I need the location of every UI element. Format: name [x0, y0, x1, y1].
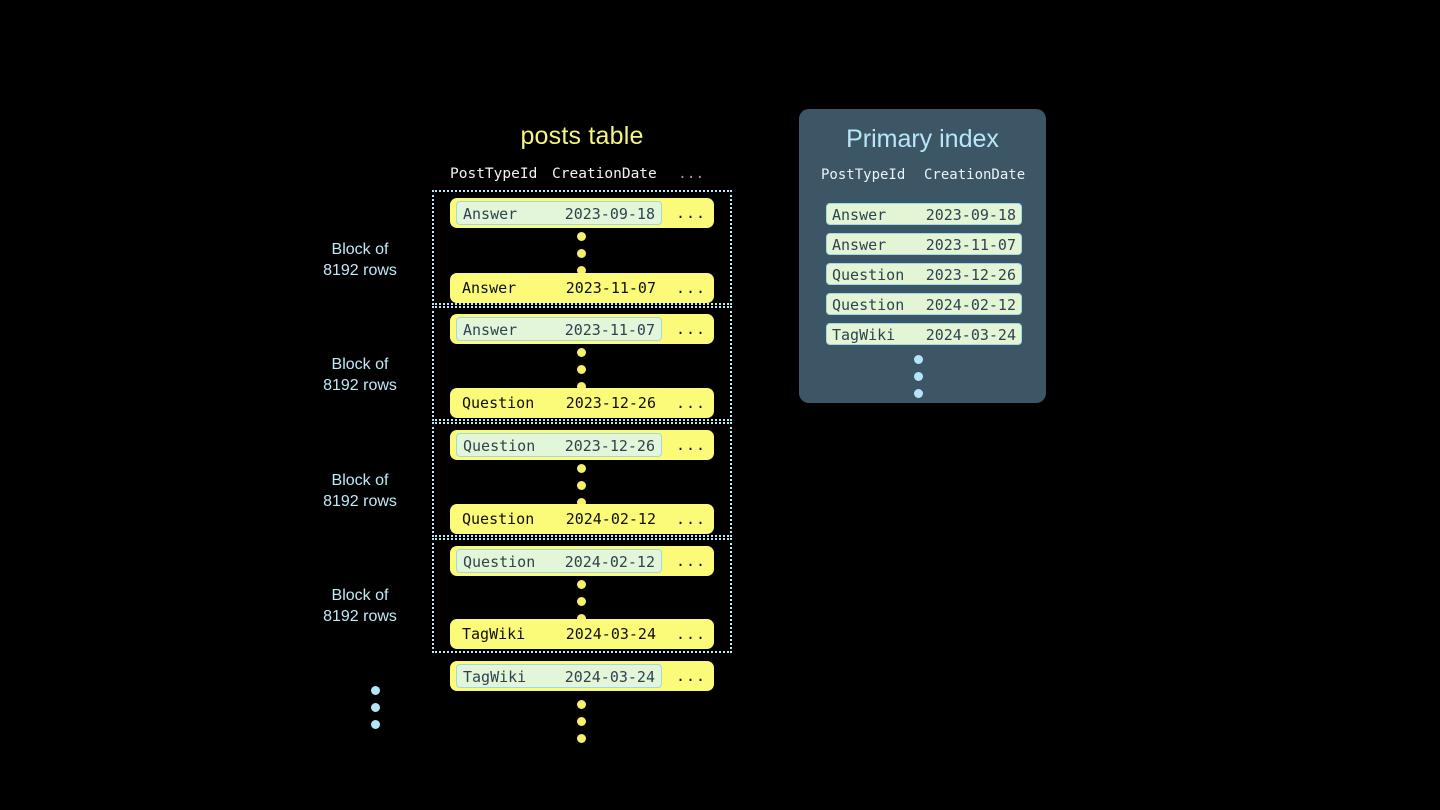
row-more: ... — [676, 204, 707, 222]
primary-index-column-headers: PostTypeId CreationDate — [799, 167, 1046, 187]
row-posttypeid: TagWiki — [463, 668, 527, 686]
row-creationdate: 2023-09-18 — [564, 205, 655, 223]
table-row: Question 2023-12-26 ... — [450, 388, 714, 418]
table-row: Question 2024-02-12 ... — [450, 546, 714, 576]
block-label-4: Block of 8192 rows — [300, 585, 420, 627]
index-entry: Question 2024-02-12 — [826, 293, 1022, 315]
block-3 — [432, 422, 732, 537]
row-creationdate: 2024-03-24 — [565, 625, 656, 643]
posts-table-column-headers: PostTypeId CreationDate ... — [432, 166, 732, 186]
index-column-header-posttypeid: PostTypeId — [821, 167, 906, 183]
block-4 — [432, 538, 732, 653]
block-label-4-line2: 8192 rows — [323, 608, 397, 625]
block-label-4-line1: Block of — [331, 587, 389, 604]
row-more: ... — [676, 279, 707, 297]
row-highlight-region: Answer 2023-09-18 — [456, 201, 662, 225]
row-more: ... — [676, 667, 707, 685]
table-row: Answer 2023-11-07 ... — [450, 273, 714, 303]
row-highlight-region: Question 2023-12-26 — [456, 433, 662, 457]
row-posttypeid: Answer — [463, 205, 518, 223]
primary-index-title: Primary index — [846, 125, 999, 153]
row-cells: Answer 2023-11-07 — [456, 276, 662, 300]
row-more: ... — [676, 320, 707, 338]
block-1 — [432, 190, 732, 305]
row-creationdate: 2024-02-12 — [565, 510, 656, 528]
row-more: ... — [676, 625, 707, 643]
row-posttypeid: Answer — [462, 279, 517, 297]
row-posttypeid: Question — [462, 510, 535, 528]
row-more: ... — [676, 552, 707, 570]
index-column-header-creationdate: CreationDate — [924, 167, 1026, 183]
column-header-more: ... — [678, 166, 705, 182]
block-label-1-line1: Block of — [331, 241, 389, 258]
posts-table-title: posts table — [520, 122, 644, 150]
block-label-2: Block of 8192 rows — [300, 354, 420, 396]
table-row: Answer 2023-11-07 ... — [450, 314, 714, 344]
block-continuation-dots — [371, 686, 380, 737]
row-more: ... — [676, 436, 707, 454]
row-cells: Question 2024-02-12 — [456, 507, 662, 531]
table-row: Question 2024-02-12 ... — [450, 504, 714, 534]
row-posttypeid: Answer — [463, 321, 518, 339]
block-label-1-line2: 8192 rows — [323, 262, 397, 279]
row-cells: Question 2023-12-26 — [456, 391, 662, 415]
index-creationdate: 2023-09-18 — [925, 206, 1016, 224]
index-creationdate: 2023-12-26 — [925, 266, 1016, 284]
row-creationdate: 2023-12-26 — [565, 394, 656, 412]
row-highlight-region: TagWiki 2024-03-24 — [456, 664, 662, 688]
index-entry: Answer 2023-09-18 — [826, 203, 1022, 225]
row-creationdate: 2024-02-12 — [564, 553, 655, 571]
row-more: ... — [676, 510, 707, 528]
row-creationdate: 2023-12-26 — [564, 437, 655, 455]
block-label-2-line1: Block of — [331, 356, 389, 373]
row-posttypeid: Question — [463, 553, 536, 571]
index-entry: Question 2023-12-26 — [826, 263, 1022, 285]
row-ellipsis-dots — [577, 580, 586, 631]
row-ellipsis-dots — [577, 464, 586, 515]
row-highlight-region: Question 2024-02-12 — [456, 549, 662, 573]
table-row: TagWiki 2024-03-24 ... — [450, 619, 714, 649]
row-posttypeid: Question — [463, 437, 536, 455]
row-posttypeid: Question — [462, 394, 535, 412]
row-creationdate: 2024-03-24 — [564, 668, 655, 686]
table-row-trailing: TagWiki 2024-03-24 ... — [450, 661, 714, 691]
index-creationdate: 2024-03-24 — [925, 326, 1016, 344]
index-posttypeid: Answer — [832, 206, 887, 224]
row-creationdate: 2023-11-07 — [564, 321, 655, 339]
index-creationdate: 2024-02-12 — [925, 296, 1016, 314]
table-row: Question 2023-12-26 ... — [450, 430, 714, 460]
index-entry: Answer 2023-11-07 — [826, 233, 1022, 255]
index-posttypeid: TagWiki — [832, 326, 896, 344]
column-header-posttypeid: PostTypeId — [450, 166, 538, 182]
primary-index-panel: Primary index PostTypeId CreationDate An… — [799, 109, 1046, 403]
index-creationdate: 2023-11-07 — [925, 236, 1016, 254]
block-label-3-line1: Block of — [331, 472, 389, 489]
row-more: ... — [676, 394, 707, 412]
table-row: Answer 2023-09-18 ... — [450, 198, 714, 228]
row-cells: TagWiki 2024-03-24 — [456, 622, 662, 646]
block-label-1: Block of 8192 rows — [300, 239, 420, 281]
block-label-2-line2: 8192 rows — [323, 377, 397, 394]
index-posttypeid: Question — [832, 296, 905, 314]
row-highlight-region: Answer 2023-11-07 — [456, 317, 662, 341]
table-continuation-dots — [577, 700, 586, 751]
index-continuation-dots — [914, 355, 923, 406]
index-posttypeid: Answer — [832, 236, 887, 254]
index-entry: TagWiki 2024-03-24 — [826, 323, 1022, 345]
row-creationdate: 2023-11-07 — [565, 279, 656, 297]
row-ellipsis-dots — [577, 232, 586, 283]
row-ellipsis-dots — [577, 348, 586, 399]
block-2 — [432, 306, 732, 421]
index-posttypeid: Question — [832, 266, 905, 284]
block-label-3-line2: 8192 rows — [323, 493, 397, 510]
column-header-creationdate: CreationDate — [552, 166, 657, 182]
row-posttypeid: TagWiki — [462, 625, 526, 643]
block-label-3: Block of 8192 rows — [300, 470, 420, 512]
